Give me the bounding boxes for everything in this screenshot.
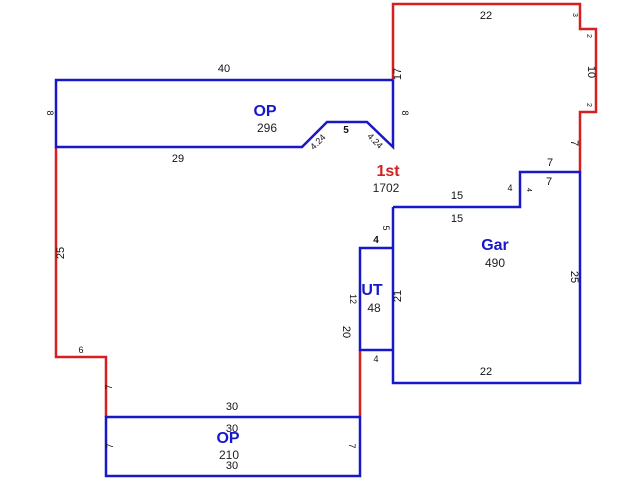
dim-op-bot-7-right: 7 bbox=[347, 443, 357, 448]
dim-op-top-29: 29 bbox=[172, 153, 184, 165]
dim-ut-20: 20 bbox=[340, 326, 352, 338]
dim-step-4a: 4 bbox=[507, 183, 512, 193]
dim-gar-22: 22 bbox=[480, 366, 492, 378]
area-first-size: 1702 bbox=[373, 181, 400, 195]
dim-right-7: 7 bbox=[568, 140, 580, 146]
dim-right-2b: 2 bbox=[585, 103, 592, 107]
dim-ut-4-top: 4 bbox=[373, 235, 379, 246]
area-op-top-label: OP bbox=[253, 103, 276, 120]
living-wall-left bbox=[54, 147, 108, 417]
dim-op-top-40: 40 bbox=[218, 63, 230, 75]
area-garage-label: Gar bbox=[481, 237, 509, 254]
area-utility-label: UT bbox=[361, 282, 383, 299]
dim-left-25: 25 bbox=[55, 247, 67, 259]
dim-gar-15-top: 15 bbox=[451, 190, 463, 202]
dim-op-top-5: 5 bbox=[343, 125, 349, 136]
op-bottom-outline bbox=[104, 415, 362, 478]
area-labels: 1st 1702 OP 296 Gar 490 UT 48 OP 210 bbox=[216, 103, 508, 462]
dim-gar-25: 25 bbox=[568, 271, 580, 283]
living-wall-top-right bbox=[391, 2, 598, 172]
garage-outline bbox=[391, 170, 582, 385]
utility-outline bbox=[358, 246, 393, 352]
area-first-label: 1st bbox=[376, 163, 400, 180]
living-area-walls bbox=[54, 2, 598, 417]
dim-right-2a: 2 bbox=[585, 34, 592, 38]
dim-left-7: 7 bbox=[104, 384, 114, 389]
dim-step-7a: 7 bbox=[547, 157, 553, 169]
dim-op-top-8-left: 8 bbox=[45, 110, 55, 115]
dim-gar-21: 21 bbox=[392, 290, 404, 302]
area-op-bottom-size: 210 bbox=[219, 448, 239, 462]
dim-gar-15-inner: 15 bbox=[451, 213, 463, 225]
dim-top-22: 22 bbox=[480, 10, 492, 22]
dim-top-3: 3 bbox=[571, 13, 578, 17]
area-garage-size: 490 bbox=[485, 256, 505, 270]
dim-op-bot-30-bottom: 30 bbox=[226, 460, 238, 472]
area-op-bottom-label: OP bbox=[216, 430, 239, 447]
area-op-top-size: 296 bbox=[257, 121, 277, 135]
dim-op-top-424a: 4.24 bbox=[308, 132, 327, 151]
dim-op-bot-30-inner: 30 bbox=[226, 423, 238, 435]
dim-right-10: 10 bbox=[585, 66, 597, 78]
dim-op-top-8-right: 8 bbox=[400, 110, 410, 115]
area-utility-size: 48 bbox=[367, 301, 381, 315]
dim-ut-5: 5 bbox=[381, 225, 391, 230]
dim-step-4b: 4 bbox=[525, 188, 532, 192]
dim-step-7b: 7 bbox=[546, 176, 552, 188]
dim-op-top-17: 17 bbox=[392, 68, 404, 80]
dim-ut-4-bottom: 4 bbox=[373, 354, 378, 364]
op-top-outline bbox=[54, 78, 395, 150]
structure-walls bbox=[54, 78, 582, 478]
dim-ut-12: 12 bbox=[348, 294, 358, 304]
dim-op-bot-30-top: 30 bbox=[226, 401, 238, 413]
dim-op-bot-7-left: 7 bbox=[105, 443, 115, 448]
dim-op-top-424b: 4.24 bbox=[365, 131, 384, 150]
dim-left-6: 6 bbox=[78, 345, 83, 355]
